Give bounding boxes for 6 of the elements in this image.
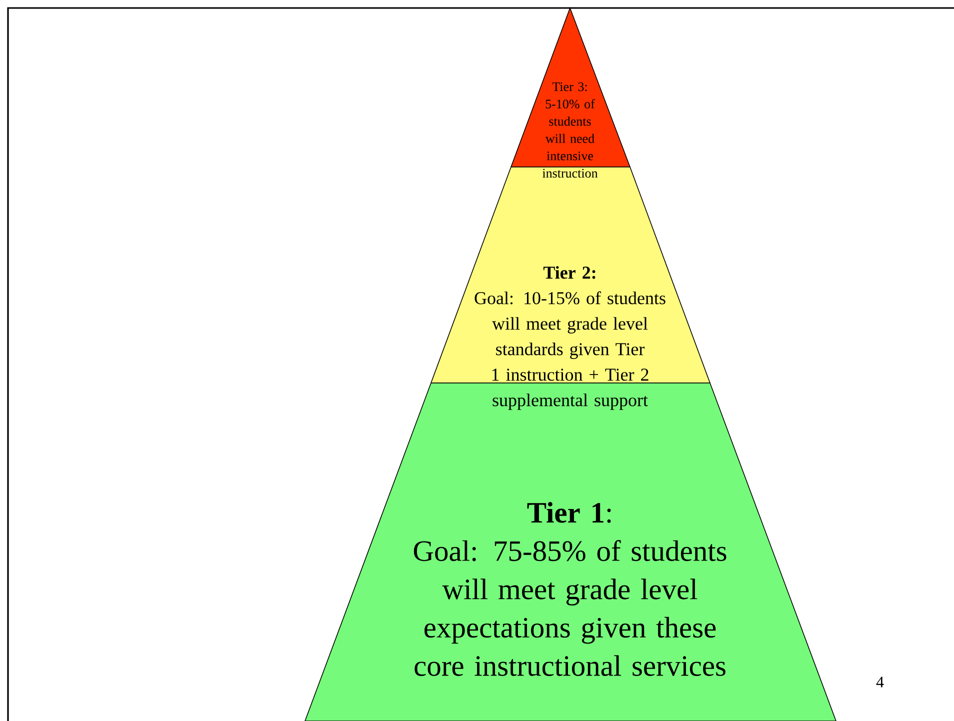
node-label: Goal: 75-85% of students will meet grade level expectations given these core instructional services [414, 540, 726, 676]
node-label: Tier 1: [527, 502, 611, 523]
tier-label: Tier 3: 5-10% of students will need intensive instruction [542, 82, 598, 178]
tier-label: Tier 1: Goal: 75-85% of students will meet grade level expectations given these core instructional services [414, 502, 726, 676]
tier-label: Tier 2: Goal: 10-15% of students will meet grade level standards given Tier 1 instruction + Tier 2 supplemental support [474, 266, 666, 410]
page-number: 4 [876, 676, 884, 688]
